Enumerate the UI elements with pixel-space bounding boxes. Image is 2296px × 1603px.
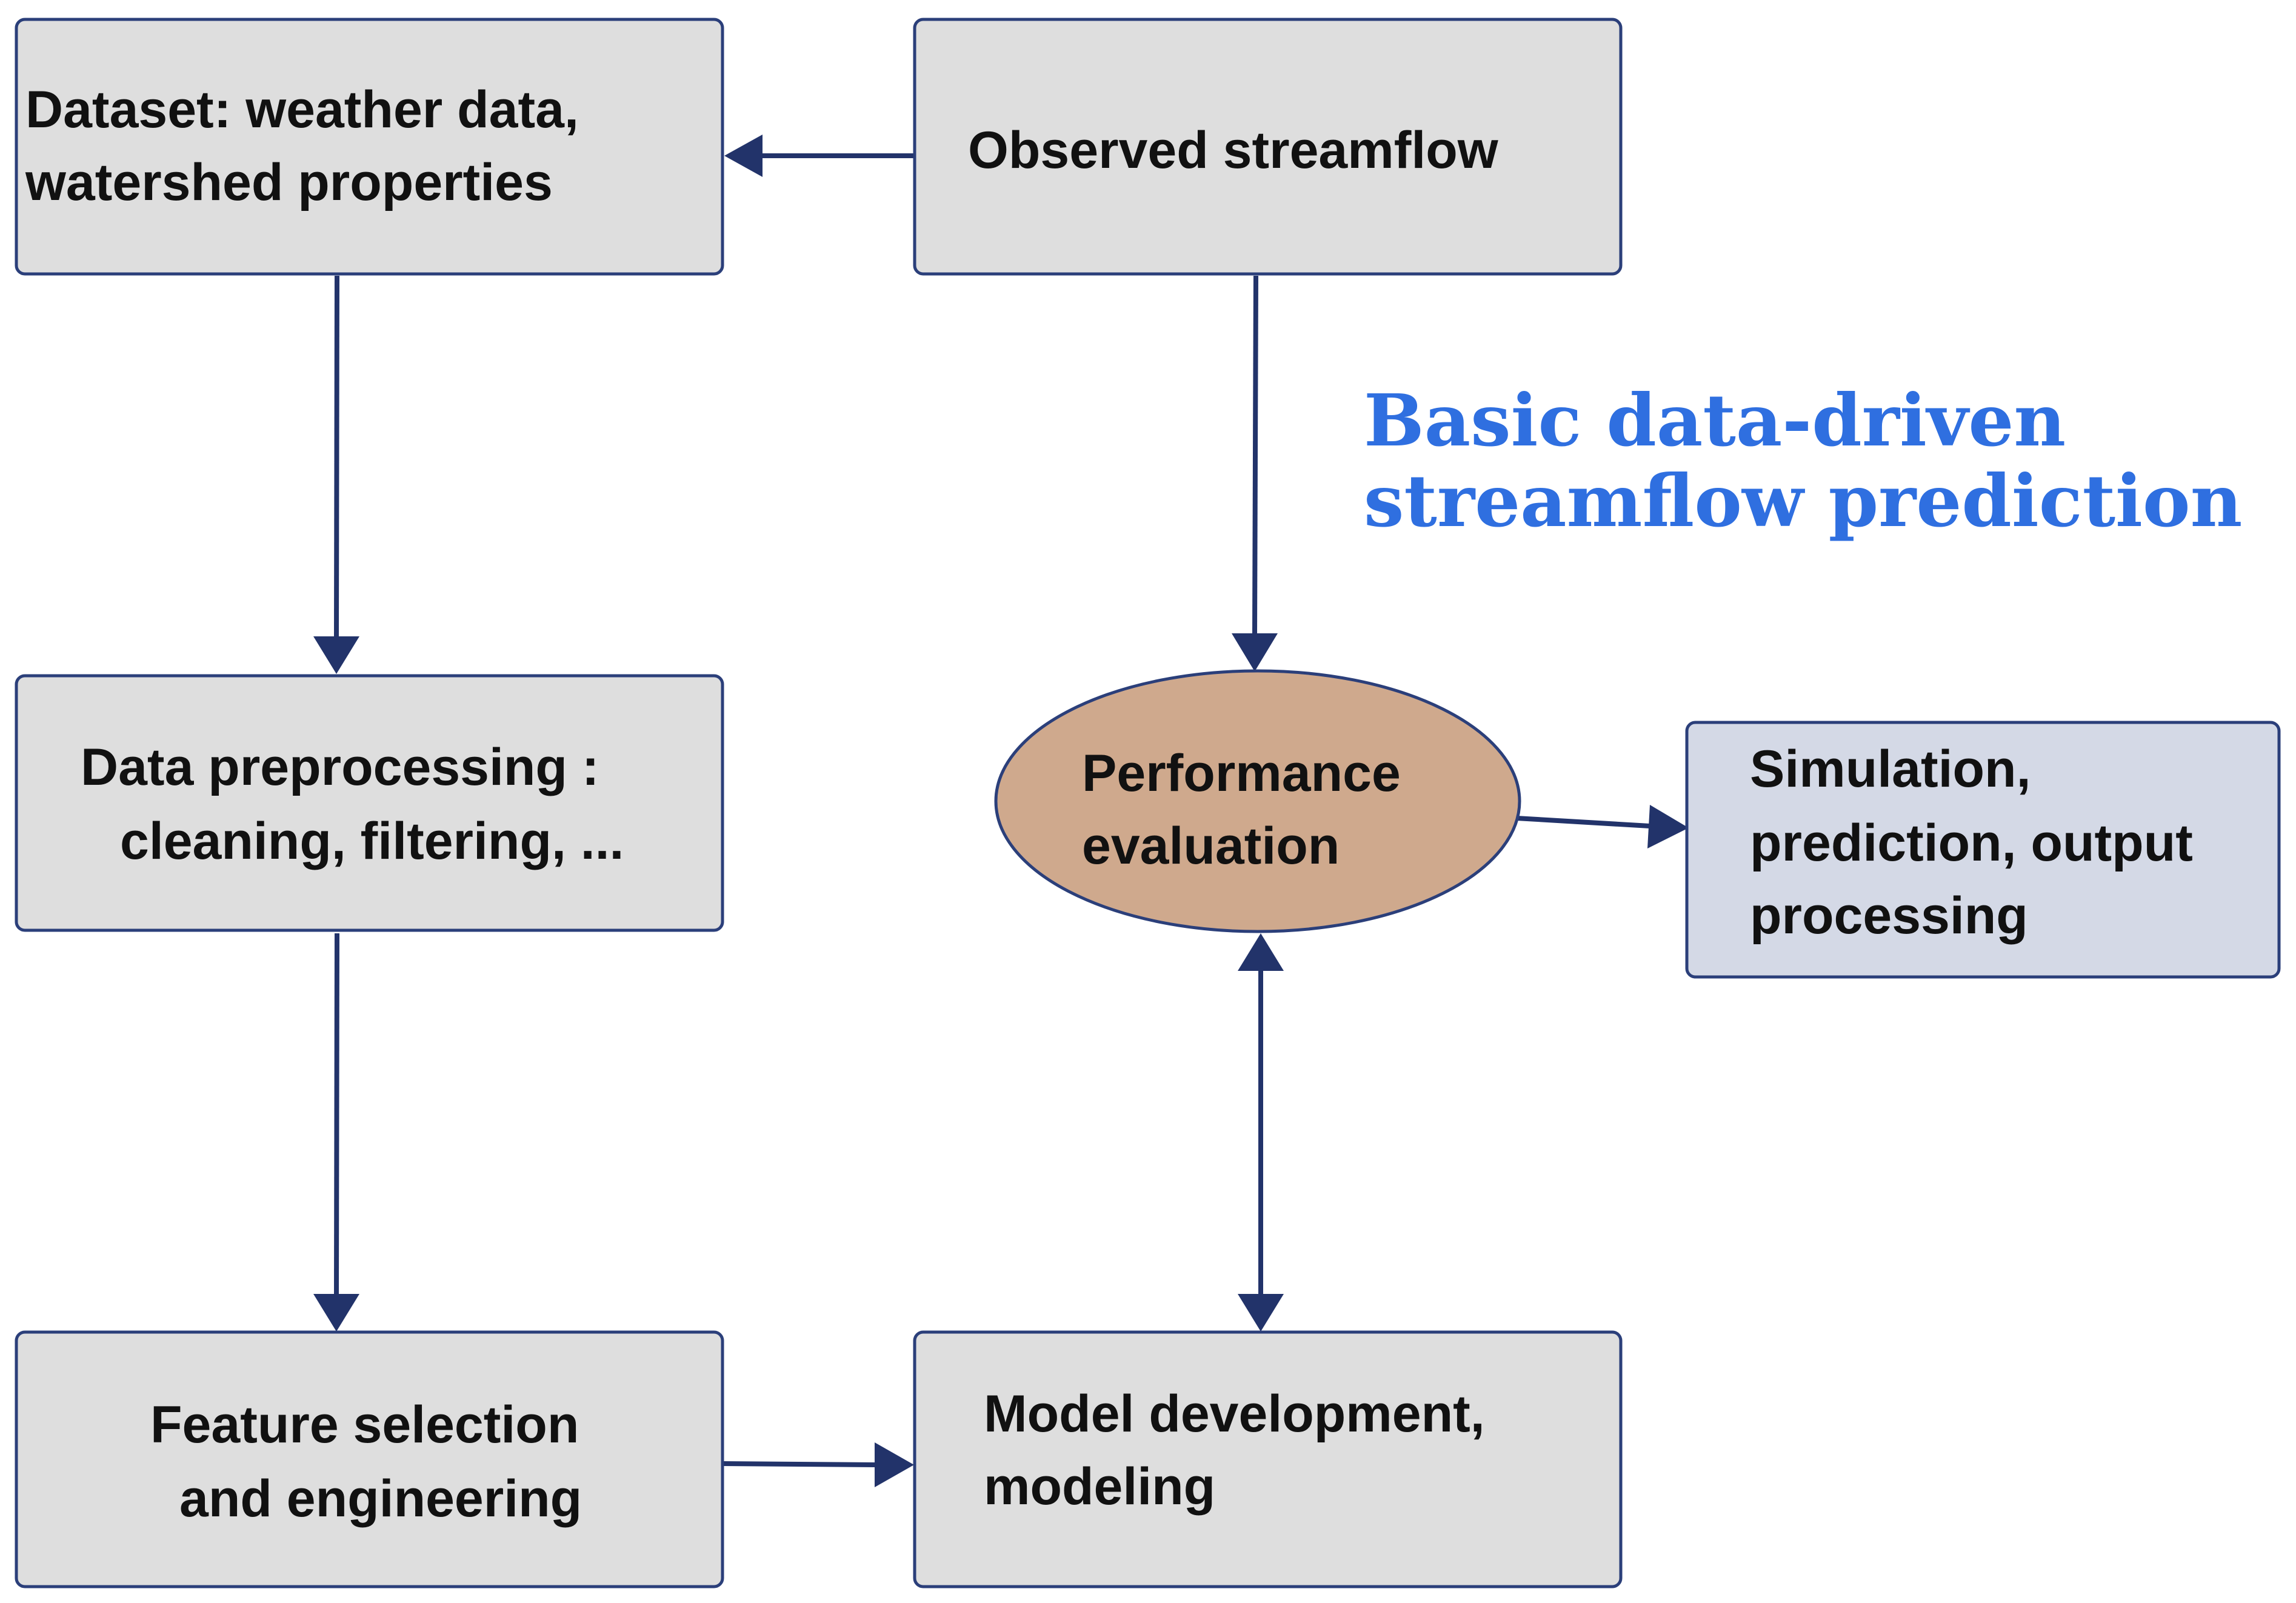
- observed-streamflow-box: [913, 18, 1623, 276]
- simulation-output-label: Simulation, prediction, output processin…: [1750, 740, 2208, 945]
- node-data-preprocessing: Data preprocessing : cleaning, filtering…: [15, 674, 724, 932]
- arrowhead-preprocessing-to-feature: [313, 1294, 359, 1331]
- arrowhead-up-to-performance: [1238, 933, 1284, 971]
- data-preprocessing-box: [15, 674, 724, 932]
- arrow-observed-to-performance: [1252, 275, 1258, 637]
- dataset-label-line1: Dataset: weather data,: [25, 81, 579, 139]
- dataset-label-line2: watershed properties: [25, 153, 553, 212]
- simulation-output-label-line1: Simulation,: [1750, 740, 2031, 798]
- node-performance-evaluation: Performance evaluation: [994, 669, 1521, 933]
- model-development-box: [913, 1330, 1623, 1588]
- performance-evaluation-label: Performance evaluation: [1082, 744, 1415, 875]
- dataset-box: [15, 18, 724, 276]
- simulation-output-label-line3: processing: [1750, 887, 2028, 945]
- simulation-output-box: [1685, 721, 2281, 979]
- arrowhead-observed-to-dataset: [724, 135, 763, 177]
- node-simulation-output: Simulation, prediction, output processin…: [1685, 721, 2281, 979]
- observed-streamflow-label-line1: Observed streamflow: [968, 121, 1499, 179]
- data-preprocessing-label: Data preprocessing : cleaning, filtering…: [81, 738, 624, 870]
- node-model-development: Model development, modeling: [913, 1330, 1623, 1588]
- arrowhead-feature-to-model: [875, 1442, 914, 1487]
- connectors: [313, 135, 1689, 1487]
- feature-selection-label-line2: and engineering: [179, 1470, 582, 1528]
- node-feature-selection: Feature selection and engineering: [15, 1330, 724, 1588]
- title-text: Basic data-driven streamflow prediction: [1364, 378, 2242, 543]
- model-development-label-line2: modeling: [984, 1458, 1215, 1516]
- dataset-label: Dataset: weather data, watershed propert…: [25, 81, 593, 212]
- performance-evaluation-label-line2: evaluation: [1082, 817, 1340, 875]
- observed-streamflow-label: Observed streamflow: [968, 121, 1499, 179]
- model-development-label-line1: Model development,: [984, 1385, 1485, 1443]
- arrowhead-dataset-to-preprocessing: [313, 636, 359, 674]
- arrow-preprocessing-to-feature: [334, 933, 339, 1298]
- title-line1: Basic data-driven: [1364, 378, 2066, 462]
- feature-selection-box: [15, 1330, 724, 1588]
- diagram-title: Basic data-driven streamflow prediction: [1364, 378, 2242, 543]
- performance-evaluation-ellipse: [994, 669, 1521, 933]
- data-preprocessing-label-line2: cleaning, filtering, ...: [120, 812, 624, 870]
- simulation-output-label-line2: prediction, output: [1750, 814, 2193, 872]
- arrowhead-observed-to-performance: [1232, 633, 1278, 672]
- data-preprocessing-label-line1: Data preprocessing :: [81, 738, 599, 796]
- title-line2: streamflow prediction: [1364, 459, 2242, 543]
- arrowhead-performance-to-simulation: [1647, 805, 1689, 848]
- arrow-performance-to-simulation: [1516, 816, 1650, 828]
- node-observed-streamflow: Observed streamflow: [913, 18, 1623, 276]
- node-dataset: Dataset: weather data, watershed propert…: [15, 18, 724, 276]
- arrow-feature-to-model: [723, 1461, 876, 1467]
- feature-selection-label: Feature selection and engineering: [150, 1396, 593, 1528]
- feature-selection-label-line1: Feature selection: [150, 1396, 579, 1454]
- arrow-dataset-to-preprocessing: [334, 275, 339, 640]
- performance-evaluation-label-line1: Performance: [1082, 744, 1401, 802]
- model-development-label: Model development, modeling: [984, 1385, 1500, 1516]
- arrowhead-down-to-model: [1238, 1294, 1284, 1331]
